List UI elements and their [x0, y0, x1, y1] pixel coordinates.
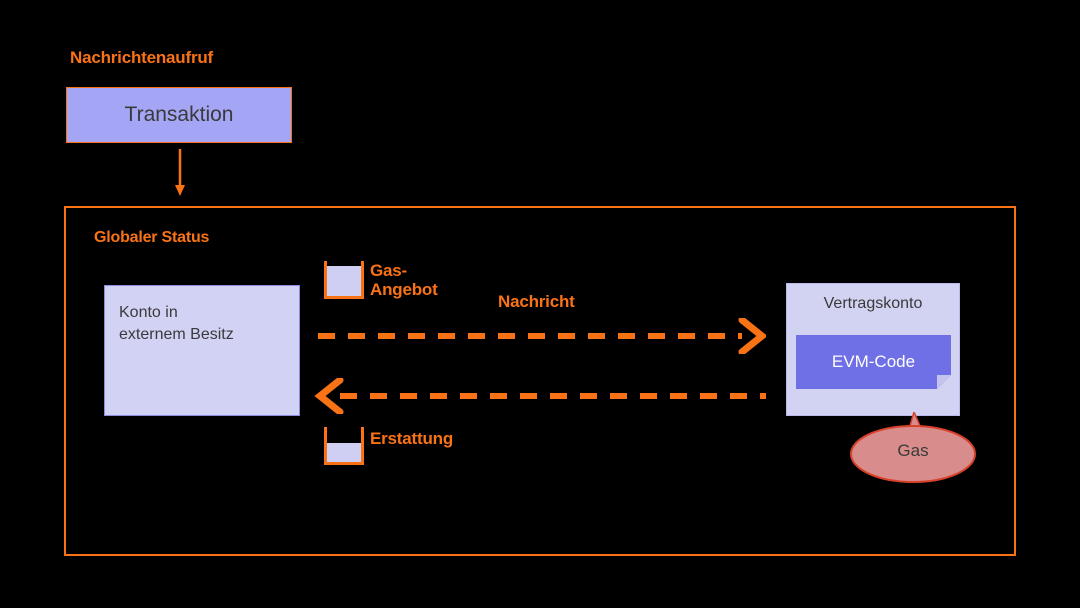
refund-beaker-icon — [324, 427, 364, 465]
evm-code-label: EVM-Code — [831, 352, 916, 371]
externally-owned-account-label: Konto in externem Besitz — [119, 304, 234, 343]
global-state-label: Globaler Status — [94, 229, 210, 246]
externally-owned-account-box[interactable]: Konto in externem Besitz — [104, 285, 300, 416]
global-state-frame — [64, 206, 1016, 556]
message-label: Nachricht — [498, 292, 575, 311]
gas-offer-beaker-icon — [324, 261, 364, 299]
transaction-box[interactable]: Transaktion — [66, 87, 292, 143]
message-call-label: Nachrichtenaufruf — [70, 48, 214, 67]
message-arrow-right-icon — [318, 318, 766, 354]
evm-code-box[interactable]: EVM-Code — [796, 335, 951, 389]
gas-ellipse-icon — [850, 409, 976, 483]
transaction-to-state-arrow-icon — [175, 149, 185, 196]
gas-offer-beaker-fill — [327, 266, 361, 296]
message-arrow-left-icon — [314, 378, 766, 414]
evm-code-shape-icon — [796, 335, 951, 389]
contract-account-label: Vertragskonto — [823, 295, 923, 312]
refund-label: Erstattung — [370, 429, 454, 448]
gas-offer-label: Gas- Angebot — [370, 261, 438, 300]
gas-callout[interactable]: Gas — [848, 409, 978, 484]
refund-beaker-fill — [327, 443, 361, 462]
gas-label: Gas — [897, 441, 929, 460]
transaction-label: Transaktion — [124, 103, 234, 126]
